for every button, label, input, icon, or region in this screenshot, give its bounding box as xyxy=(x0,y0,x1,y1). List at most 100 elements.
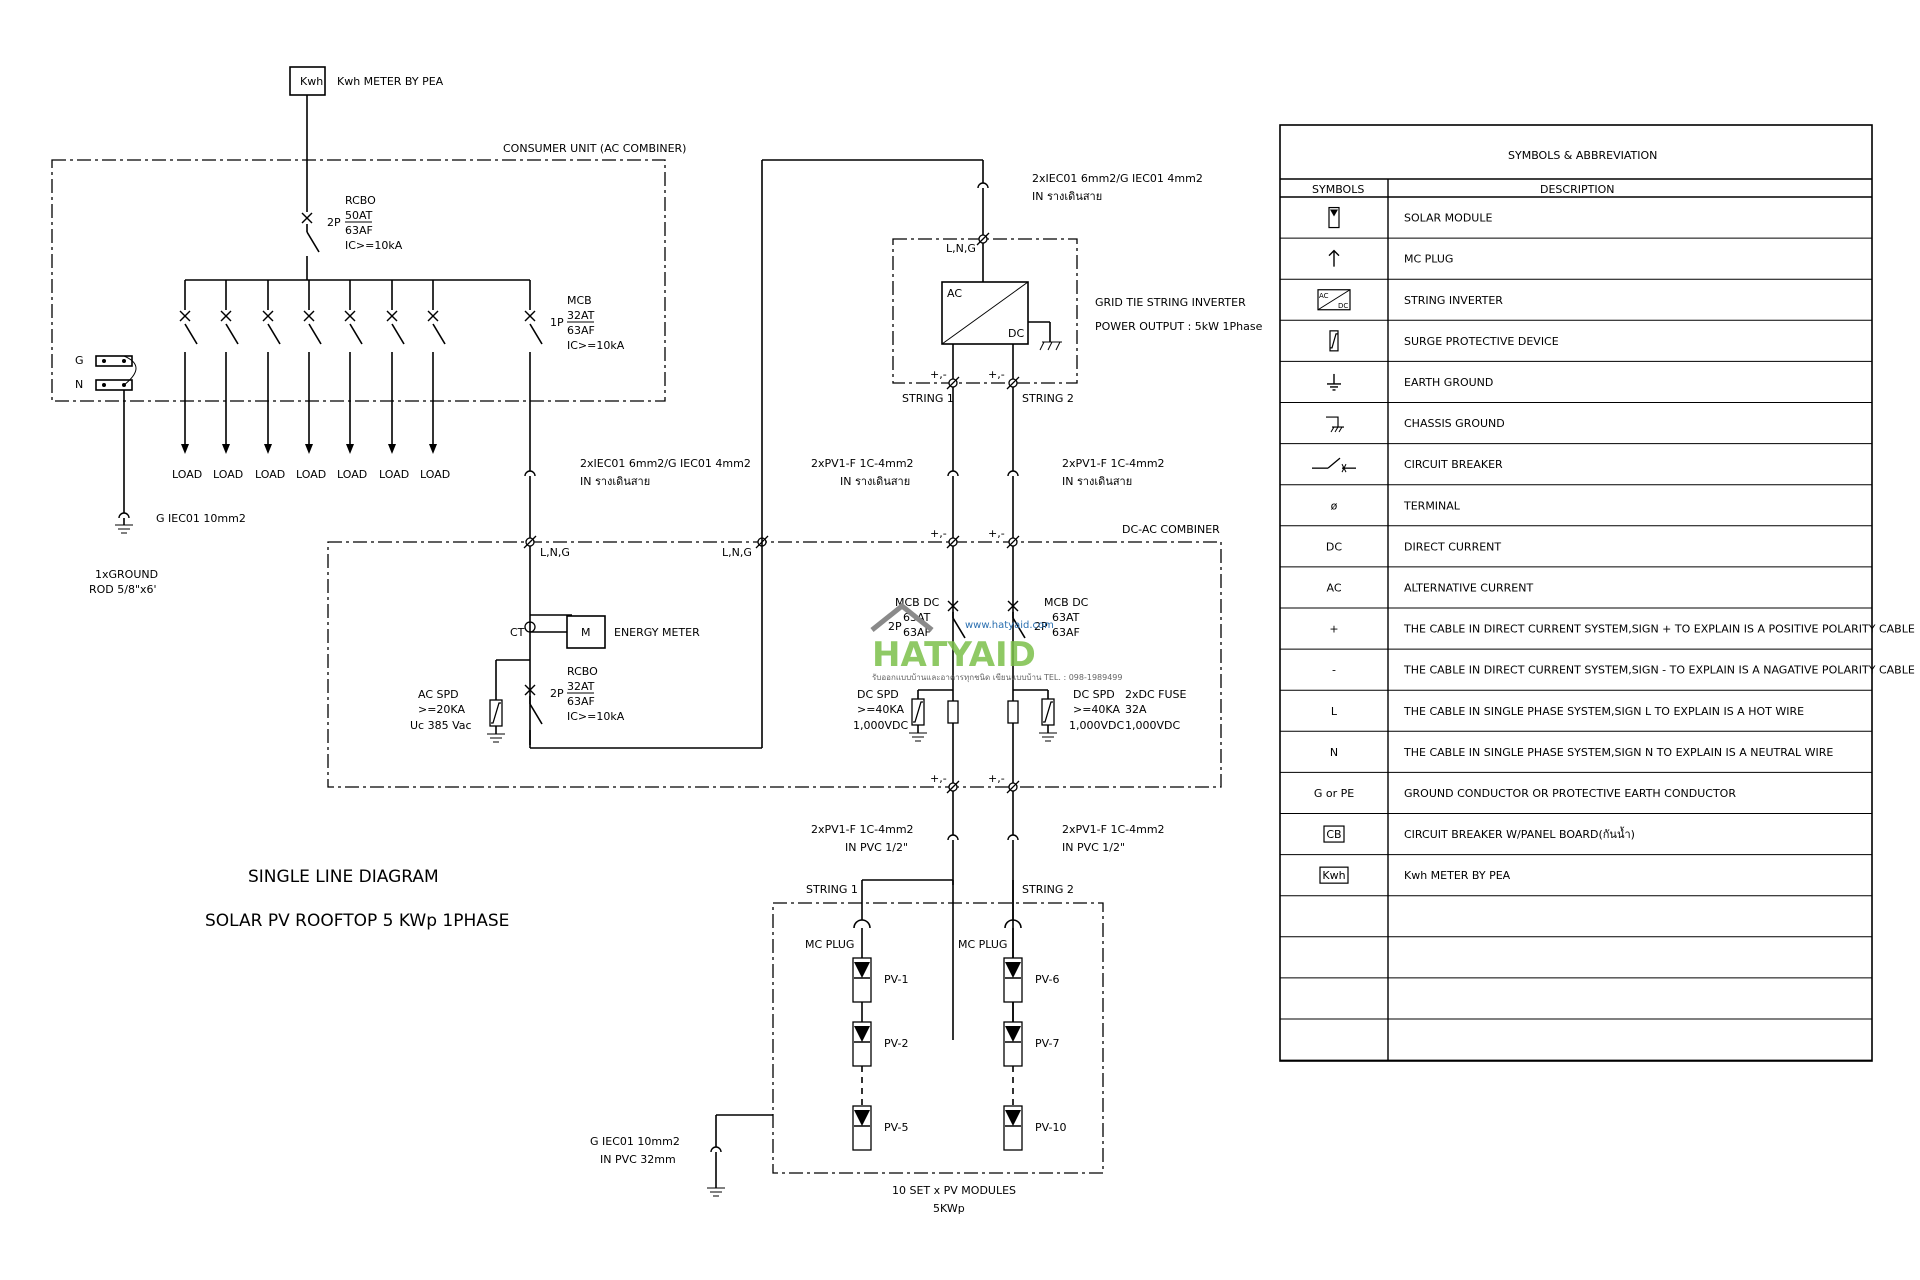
inverter-title: GRID TIE STRING INVERTER xyxy=(1095,296,1246,309)
dc-fuse-l1: 2xDC FUSE xyxy=(1125,688,1187,701)
dc-spd-right-l1: DC SPD xyxy=(1073,688,1115,701)
g-bar-label: G xyxy=(75,354,84,367)
dc-fuse-right-icon xyxy=(1007,700,1019,724)
dc-cable-1-line2: IN รางเดินสาย xyxy=(840,475,910,488)
pv-module-label: PV-7 xyxy=(1035,1037,1059,1050)
ac-spd-l3: Uc 385 Vac xyxy=(410,719,472,732)
cu-mcb-l3: 63AF xyxy=(567,324,595,337)
ground-rod-line2: ROD 5/8"x6' xyxy=(89,583,157,596)
legend-description: THE CABLE IN SINGLE PHASE SYSTEM,SIGN L … xyxy=(1403,705,1804,718)
dc-spd-right-icon xyxy=(1041,698,1055,726)
cu-rcbo-l4: IC>=10kA xyxy=(345,239,403,252)
chassis-ground-icon xyxy=(1039,341,1062,351)
mcb-dc-right-l3: 63AF xyxy=(1052,626,1080,639)
legend-description: DIRECT CURRENT xyxy=(1404,540,1501,553)
terminal-icon xyxy=(976,232,990,246)
earth-ground-icon xyxy=(706,1187,726,1197)
combiner-pm-bot-2: +,- xyxy=(988,772,1005,785)
mcb-dc-right-l2: 63AT xyxy=(1052,611,1080,624)
terminal-icon xyxy=(946,780,960,794)
legend-description: THE CABLE IN DIRECT CURRENT SYSTEM,SIGN … xyxy=(1403,623,1915,636)
legend-description: STRING INVERTER xyxy=(1404,294,1503,307)
ac-cable-2-line2: IN รางเดินสาย xyxy=(1032,190,1102,203)
mcb-dc-left-l1: MCB DC xyxy=(895,596,940,609)
pv-string-2: STRING 2 xyxy=(1022,883,1074,896)
inverter-dc: DC xyxy=(1008,327,1024,340)
watermark-brand: HATYAID xyxy=(872,635,1036,675)
legend-symbol-text: N xyxy=(1330,746,1338,759)
legend-symbol-text: + xyxy=(1329,623,1338,636)
legend-description: THE CABLE IN DIRECT CURRENT SYSTEM,SIGN … xyxy=(1403,664,1915,677)
mc-plug-icon xyxy=(1004,919,1022,929)
inverter-pm-2: +,- xyxy=(988,368,1005,381)
cu-rcbo-l1: RCBO xyxy=(345,194,376,207)
dc-cable-1-line1: 2xPV1-F 1C-4mm2 xyxy=(811,457,914,470)
cu-mcb-l2: 32AT xyxy=(567,309,595,322)
load-branches xyxy=(179,280,446,454)
inverter-string-1: STRING 1 xyxy=(902,392,954,405)
diagram-title-1: SINGLE LINE DIAGRAM xyxy=(248,867,439,887)
neutral-bar xyxy=(95,379,133,391)
mc-plug-label-2: MC PLUG xyxy=(958,938,1007,951)
pv-module-label: PV-1 xyxy=(884,973,908,986)
legend-col-symbols: SYMBOLS xyxy=(1312,183,1364,196)
combiner-rcbo-poles: 2P xyxy=(550,687,564,700)
legend-symbol-text: AC xyxy=(1326,581,1341,594)
circuit-breaker-icon xyxy=(1312,457,1356,473)
earth-ground-icon xyxy=(1038,732,1058,742)
legend-description: CIRCUIT BREAKER xyxy=(1404,458,1503,471)
cu-ground-cable: G IEC01 10mm2 xyxy=(156,512,246,525)
dc-fuse-l2: 32A xyxy=(1125,703,1147,716)
legend-title: SYMBOLS & ABBREVIATION xyxy=(1508,149,1657,162)
dc-spd-right-l3: 1,000VDC xyxy=(1069,719,1124,732)
combiner-pm-bot-1: +,- xyxy=(930,772,947,785)
mcb-dc-right-l1: MCB DC xyxy=(1044,596,1089,609)
legend-description: MC PLUG xyxy=(1404,253,1453,266)
inverter-power: POWER OUTPUT : 5kW 1Phase xyxy=(1095,320,1263,333)
legend-description: Kwh METER BY PEA xyxy=(1404,869,1511,882)
combiner-pm-top-2: +,- xyxy=(988,527,1005,540)
kwh-box-icon xyxy=(1319,866,1349,884)
dc-spd-left-icon xyxy=(911,698,925,726)
earth-ground-icon xyxy=(908,732,928,742)
dc-ac-combiner-boundary xyxy=(327,541,1222,788)
consumer-unit-title: CONSUMER UNIT (AC COMBINER) xyxy=(503,142,686,155)
mc-plug-label-1: MC PLUG xyxy=(805,938,854,951)
dc-spd-left-l1: DC SPD xyxy=(857,688,899,701)
inverter-pm-1: +,- xyxy=(930,368,947,381)
earth-ground-icon xyxy=(1327,373,1341,391)
legend-description: CHASSIS GROUND xyxy=(1404,417,1505,430)
legend-symbol-text: ø xyxy=(1331,499,1338,512)
watermark-tagline: รับออกแบบบ้านและอาคารทุกชนิด เขียนแบบบ้า… xyxy=(872,673,1123,682)
earth-ground-icon xyxy=(486,733,506,743)
load-label: LOAD xyxy=(337,468,367,481)
mcb-dc-left-l3: 63AF xyxy=(903,626,931,639)
dc-spd-left-l3: 1,000VDC xyxy=(853,719,908,732)
svg-text:AC: AC xyxy=(1319,292,1329,300)
ac-cable-1-line1: 2xIEC01 6mm2/G IEC01 4mm2 xyxy=(580,457,751,470)
mc-plug-icon xyxy=(1328,249,1340,267)
legend-description: GROUND CONDUCTOR OR PROTECTIVE EARTH CON… xyxy=(1404,787,1736,800)
surge-protective-device-icon xyxy=(1329,330,1339,352)
legend-table: SYMBOLS & ABBREVIATION SYMBOLS DESCRIPTI… xyxy=(1279,124,1915,1062)
diagram-title-2: SOLAR PV ROOFTOP 5 KWp 1PHASE xyxy=(205,911,509,931)
terminal-icon xyxy=(946,376,960,390)
n-bar-label: N xyxy=(75,378,83,391)
cu-rcbo-l2: 50AT xyxy=(345,209,373,222)
cu-rcbo-poles: 2P xyxy=(327,216,341,229)
legend-symbol-text: CB xyxy=(1326,828,1341,841)
dc-cable-2-line1: 2xPV1-F 1C-4mm2 xyxy=(1062,457,1165,470)
combiner-title: DC-AC COMBINER xyxy=(1122,523,1220,536)
dc-cable-2-line2: IN รางเดินสาย xyxy=(1062,475,1132,488)
ac-spd-l2: >=20KA xyxy=(418,703,465,716)
legend-description: EARTH GROUND xyxy=(1404,376,1493,389)
load-label: LOAD xyxy=(213,468,243,481)
pv-module-label: PV-6 xyxy=(1035,973,1059,986)
legend-description: TERMINAL xyxy=(1403,499,1461,512)
pv-module-label: PV-10 xyxy=(1035,1121,1066,1134)
load-label: LOAD xyxy=(255,468,285,481)
terminal-icon xyxy=(1006,535,1020,549)
combiner-rcbo-l2: 32AT xyxy=(567,680,595,693)
mcb-dc-right-poles: 2P xyxy=(1034,620,1048,633)
